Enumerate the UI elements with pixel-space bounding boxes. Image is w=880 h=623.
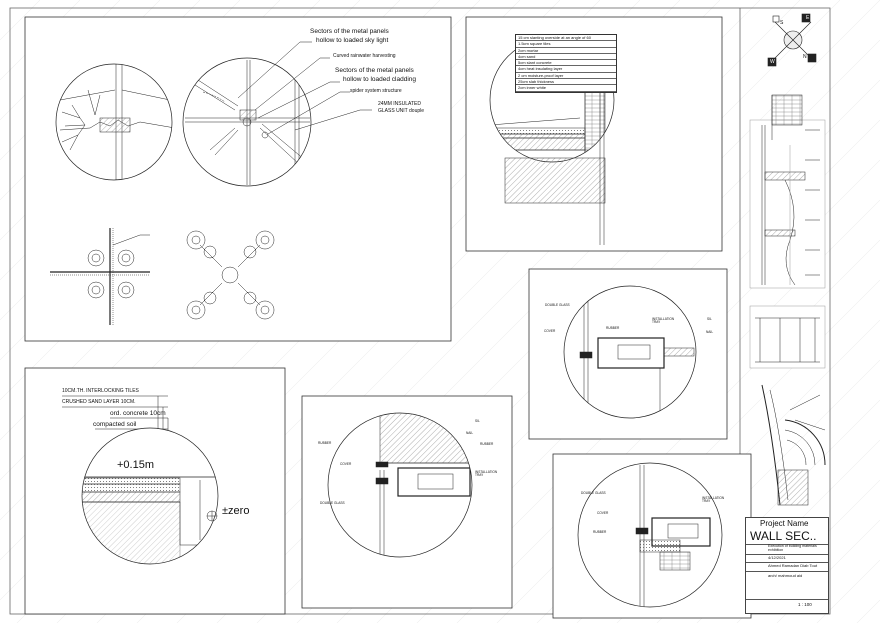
roof-layer: 15 cm slanting overside at an angle of 6… — [516, 35, 616, 42]
title-block: Project Name WALL SEC.. Execution of bui… — [745, 517, 829, 614]
callout-spider-system: spider system structure — [350, 88, 402, 94]
spider-plan-x — [186, 230, 275, 320]
drawing-scale: 1 : 100 — [798, 602, 812, 607]
label-installation-tray: INSTALLATION TRAY — [652, 317, 675, 325]
level-zero: ±zero — [222, 505, 250, 517]
label-double-glass: DOUBLE GLASS — [320, 501, 345, 505]
label-cover: COVER — [544, 329, 556, 333]
roof-layer: 2 cm moisture-proof layer — [516, 73, 616, 80]
drawn-by: Ahmed Ramadan Diab Tout — [768, 563, 818, 568]
roof-layer: 2cm inner white — [516, 85, 616, 92]
callout-insulated-glass: 24MM INSULATED — [378, 101, 421, 107]
callout-cladding: hollow to loaded cladding — [343, 76, 416, 83]
callout-metal-panels-1: Sectors of the metal panels — [310, 28, 389, 35]
detail-circle-window-center — [327, 412, 473, 558]
project-name-label: Project Name — [760, 519, 809, 528]
callout-glass-unit: GLASS UNIT douple — [378, 108, 425, 114]
callout-sky-light: hollow to loaded sky light — [316, 37, 389, 44]
roof-layer-notes: 15 cm slanting overside at an angle of 6… — [515, 34, 617, 93]
detail-circle-floor — [81, 427, 219, 565]
roof-layer: 2cm mortar — [516, 48, 616, 54]
drawing-date: 4/12/2021 — [768, 555, 786, 560]
floor-layer-sand: CRUSHED SAND LAYER 10CM. — [62, 399, 136, 405]
drawing-title: WALL SEC.. — [750, 529, 817, 543]
label-rubber: RUBBER — [606, 326, 620, 330]
callout-rainwater: Curved rainwater harvesting — [333, 53, 396, 59]
label-nail: NAIL — [706, 330, 714, 334]
label-cover: COVER — [340, 462, 352, 466]
roof-layer: 25cm slab thickness — [516, 79, 616, 86]
compass-letter: S — [780, 20, 784, 26]
drawing-subject: Execution of building materials exhibiti… — [768, 544, 817, 552]
detail-circle-spider-2 — [182, 57, 312, 187]
compass-icon — [767, 13, 817, 67]
roof-layer: 5cm slant concrete — [516, 60, 616, 67]
roof-layer: 1.5cm square tiles — [516, 41, 616, 48]
label-rubber: RUBBER — [318, 441, 332, 445]
callout-leaders — [237, 41, 372, 135]
roof-layer: 4cm sand — [516, 54, 616, 61]
label-rubber: RUBBER — [593, 530, 607, 534]
label-installation-tray: INSTALLATION TRAY — [475, 470, 498, 478]
compass-letter: N — [803, 54, 807, 60]
label-double-glass: DOUBLE GLASS — [545, 303, 570, 307]
label-double-glass: DOUBLE GLASS — [581, 491, 606, 495]
roof-layer: 4cm heat insulating layer — [516, 66, 616, 73]
spider-plan-cross — [50, 228, 150, 325]
detail-circle-window-mid — [563, 285, 697, 419]
label-sil: SIL — [707, 317, 712, 321]
detail-circle-window-right — [577, 462, 723, 608]
floor-layer-concrete: ord. concrete 10cm — [110, 410, 166, 417]
label-sil: SIL — [475, 419, 480, 423]
detail-circle-spider-1 — [55, 63, 173, 181]
elevation-strip — [749, 94, 826, 289]
floor-layer-tiles: 10CM.TH. INTERLOCKING TILES — [62, 388, 139, 394]
label-installation-tray: INSTALLATION TRAY — [702, 496, 725, 504]
label-cover: COVER — [597, 511, 609, 515]
level-top: +0.15m — [117, 459, 154, 471]
floor-layer-soil: compacted soil — [93, 421, 137, 428]
compass-letter: W — [770, 59, 775, 65]
callout-metal-panels-2: Sectors of the metal panels — [335, 67, 414, 74]
label-rubber-2: RUBBER — [480, 442, 494, 446]
compass-letter: E — [806, 15, 810, 21]
mini-section — [749, 305, 826, 369]
site-plan — [761, 384, 826, 506]
sheet-border — [9, 7, 831, 615]
label-nail: NAIL — [466, 431, 474, 435]
checked-by: arch/ mahmoud aid — [768, 573, 803, 578]
